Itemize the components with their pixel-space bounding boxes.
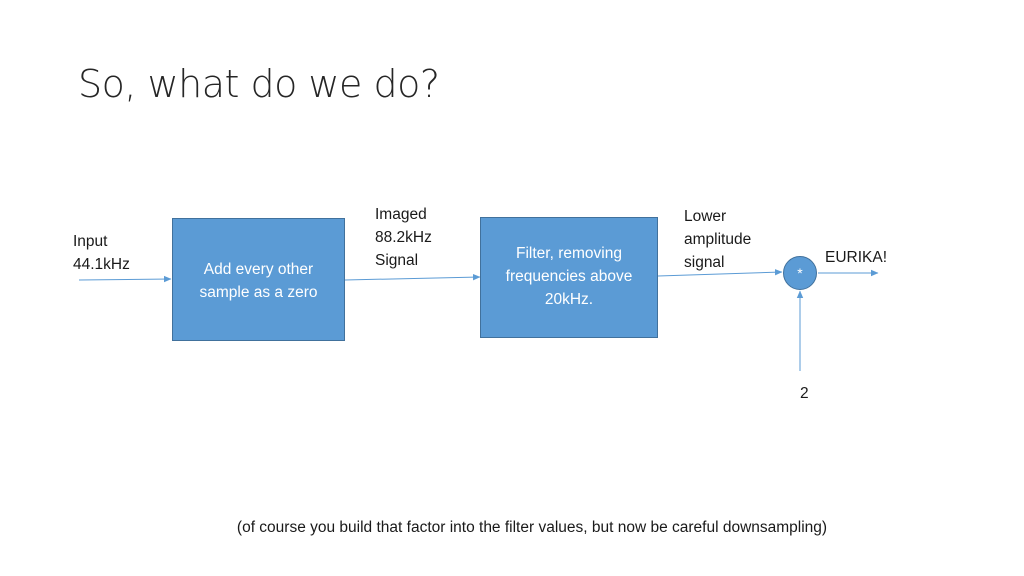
zero-stuffing-block: Add every other sample as a zero [172,218,345,341]
slide-title: So, what do we do? [78,62,440,106]
arrow-input-to-block1 [78,275,172,283]
footnote: (of course you build that factor into th… [236,519,828,536]
lower-amplitude-label: Lower amplitude signal [684,208,752,271]
lowpass-filter-block: Filter, removing frequencies above 20kHz… [480,217,658,338]
arrow-block1-to-block2 [344,273,481,281]
imaged-signal-label: Imaged 88.2kHz Signal [375,206,432,269]
multiplier-constant-label: 2 [800,385,809,402]
multiplier-symbol: * [797,265,803,281]
output-label: EURIKA! [825,249,888,266]
input-label: Input 44.1kHz [73,233,130,273]
multiplier-node: * [783,256,817,290]
